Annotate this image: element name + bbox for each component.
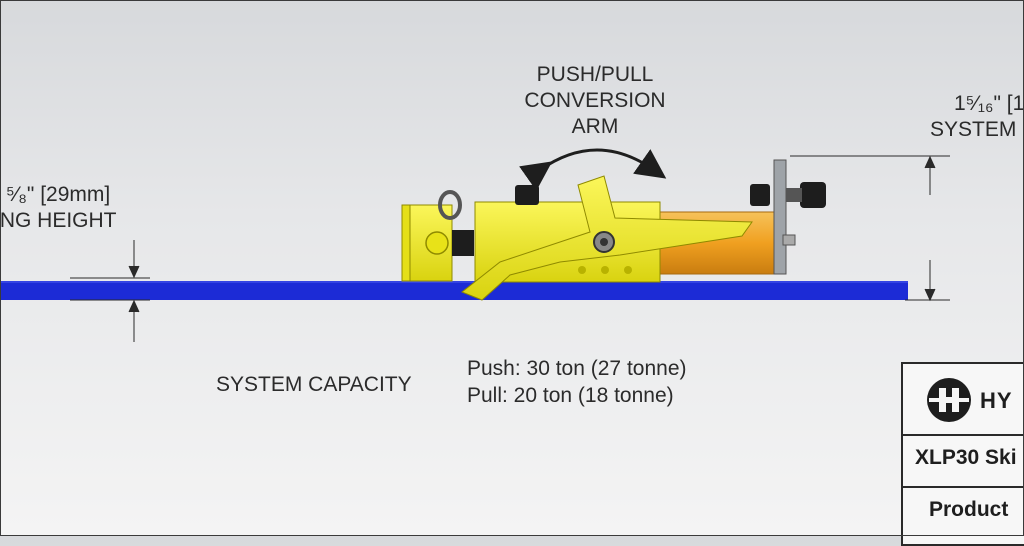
model-name: XLP30 Ski bbox=[915, 446, 1017, 469]
title-block: HY XLP30 Ski Product bbox=[901, 362, 1024, 546]
top-knob-left bbox=[515, 185, 539, 205]
skid-rail bbox=[0, 281, 908, 300]
lifting-eye bbox=[438, 190, 462, 220]
left-height-dimension bbox=[70, 240, 150, 342]
arm-label: PUSH/PULL CONVERSION ARM bbox=[524, 63, 666, 138]
push-capacity: Push: 30 ton (27 tonne) bbox=[467, 357, 687, 380]
top-knob bbox=[750, 184, 770, 206]
conversion-arm-arrow bbox=[519, 148, 667, 191]
right-dimension-label: 1⁵⁄₁₆" [1 SYSTEM bbox=[930, 92, 1024, 141]
left-dimension-label: ⁵⁄₈" [29mm] ING HEIGHT bbox=[0, 183, 117, 232]
pull-capacity: Pull: 20 ton (18 tonne) bbox=[467, 384, 674, 407]
system-capacity-label: SYSTEM CAPACITY bbox=[216, 373, 412, 396]
brand-name: HY bbox=[980, 388, 1013, 413]
rear-knob bbox=[800, 182, 826, 208]
brand-logo-icon bbox=[927, 378, 971, 422]
product-label: Product bbox=[929, 498, 1009, 521]
front-pin bbox=[425, 231, 449, 255]
rear-plate bbox=[773, 159, 787, 275]
right-height-dimension bbox=[790, 155, 950, 302]
